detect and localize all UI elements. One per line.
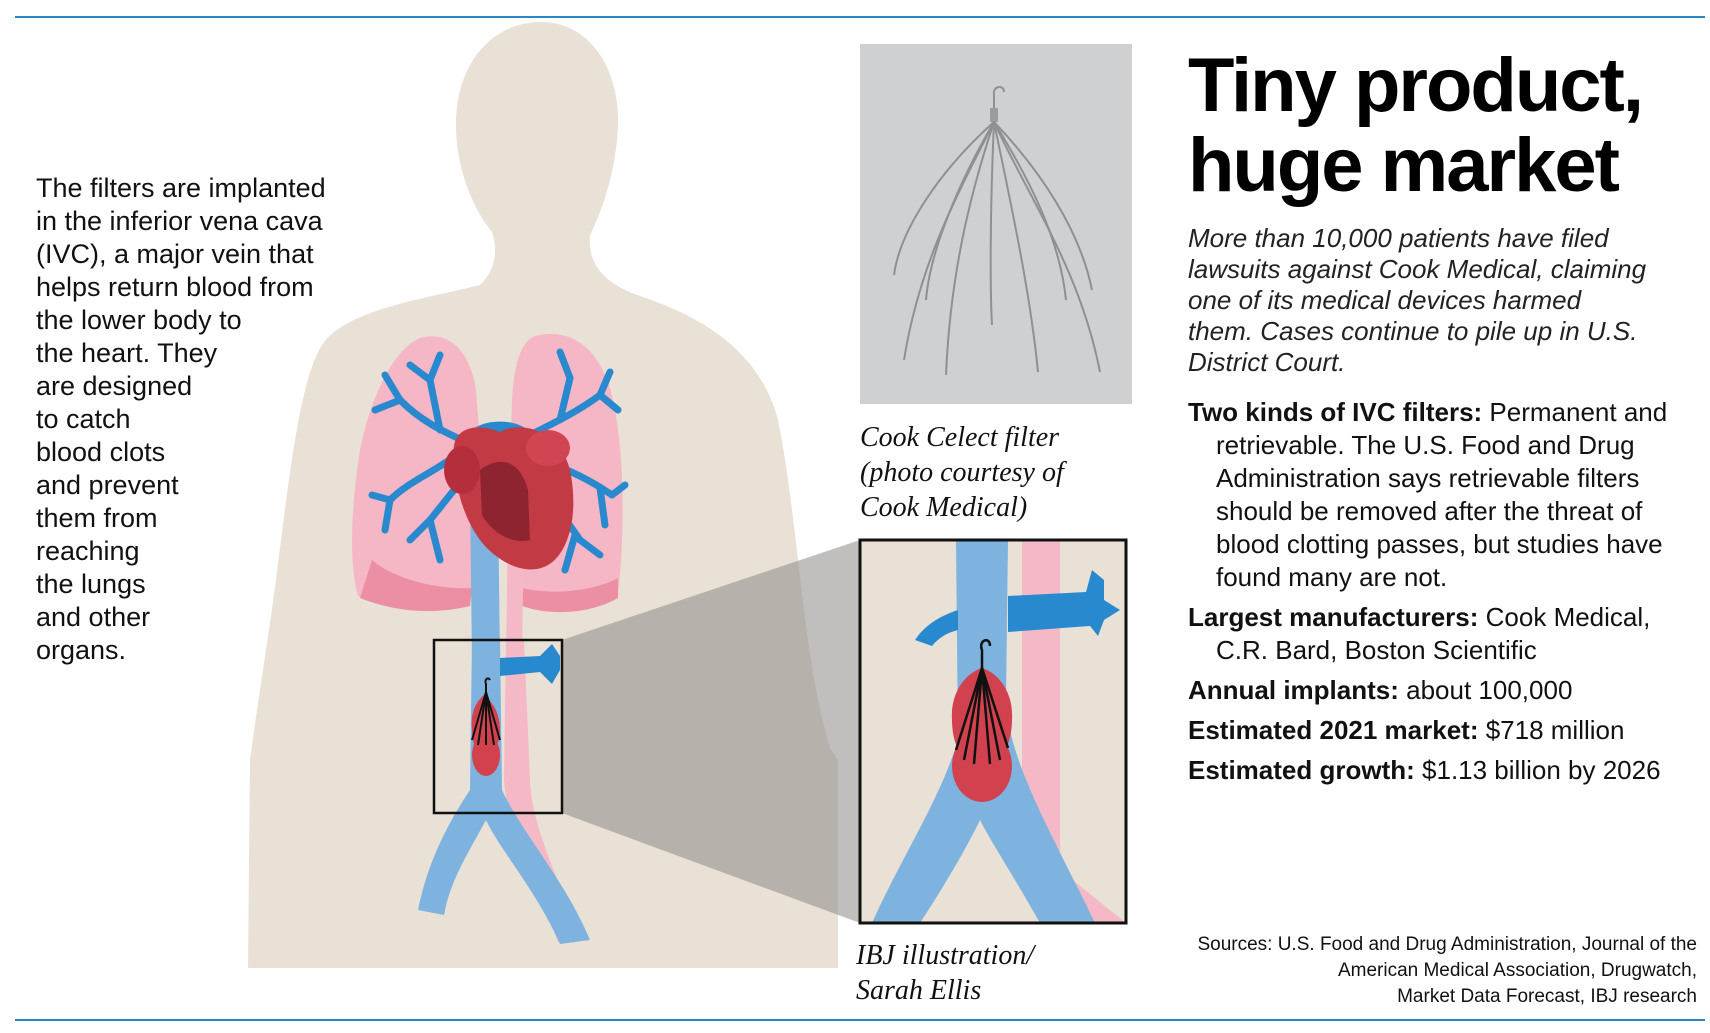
fact-label: Estimated 2021 market: (1188, 715, 1479, 745)
photo-caption-line: Cook Celect filter (860, 422, 1060, 453)
description-text: The filters are implanted in the inferio… (36, 172, 356, 667)
description-line: the heart. They (36, 338, 218, 368)
fact-label: Estimated growth: (1188, 755, 1415, 785)
description-line: helps return blood from (36, 272, 314, 302)
illustration-credit-line: Sarah Ellis (856, 975, 982, 1006)
description-line: The filters are implanted (36, 173, 326, 203)
fact-ivc-filter-kinds: Two kinds of IVC filters: Permanent and … (1188, 396, 1703, 594)
photo-caption-line: (photo courtesy of (860, 457, 1064, 488)
dek-line: District Court. (1188, 347, 1346, 377)
fact-growth: Estimated growth: $1.13 billion by 2026 (1188, 754, 1703, 787)
sources-credit: Sources: U.S. Food and Drug Administrati… (1137, 932, 1697, 1010)
description-line: (IVC), a major vein that (36, 239, 314, 269)
illustration-credit-line: IBJ illustration/ (856, 940, 1035, 971)
description-line: and other (36, 602, 151, 632)
photo-caption: Cook Celect filter (photo courtesy of Co… (860, 420, 1120, 525)
headline-line: huge market (1188, 123, 1620, 208)
filter-small (471, 677, 501, 776)
sources-line: Sources: U.S. Food and Drug Administrati… (1197, 934, 1697, 955)
description-line: are designed (36, 371, 193, 401)
dek-line: one of its medical devices harmed (1188, 285, 1582, 315)
description-line: blood clots (36, 437, 166, 467)
fact-market-2021: Estimated 2021 market: $718 million (1188, 714, 1703, 747)
artery-lower (504, 640, 580, 942)
fact-text: about 100,000 (1398, 675, 1573, 705)
ivc-lower (418, 640, 590, 944)
inset-box-small (432, 638, 564, 815)
bottom-rule (15, 1019, 1705, 1021)
zoom-cone (562, 540, 860, 923)
fact-label: Largest manufacturers: (1188, 602, 1479, 632)
description-line: the lower body to (36, 305, 242, 335)
fact-label: Two kinds of IVC filters: (1188, 397, 1483, 427)
headline-line: Tiny product, (1188, 43, 1644, 128)
filter-photo (860, 44, 1132, 404)
fact-label: Annual implants: (1188, 675, 1399, 705)
pulmonary-vessels (368, 348, 629, 574)
heart (444, 427, 574, 570)
photo-caption-line: Cook Medical) (860, 492, 1028, 523)
dek-line: More than 10,000 patients have filed (1188, 223, 1609, 253)
fact-text: Permanent and retrievable. The U.S. Food… (1216, 397, 1668, 592)
dek: More than 10,000 patients have filed law… (1188, 223, 1698, 378)
fact-manufacturers: Largest manufacturers: Cook Medical, C.R… (1188, 601, 1703, 667)
inset-box-large (858, 538, 1128, 925)
description-line: and prevent (36, 470, 179, 500)
description-line: reaching (36, 536, 140, 566)
dek-line: them. Cases continue to pile up in U.S. (1188, 316, 1638, 346)
filter-photo-device (893, 86, 1101, 376)
description-line: organs. (36, 635, 127, 665)
description-line: the lungs (36, 569, 146, 599)
facts-list: Two kinds of IVC filters: Permanent and … (1188, 396, 1703, 794)
illustration-credit: IBJ illustration/ Sarah Ellis (856, 938, 1096, 1008)
top-rule (15, 16, 1705, 18)
fact-annual-implants: Annual implants: about 100,000 (1188, 674, 1703, 707)
dek-line: lawsuits against Cook Medical, claiming (1188, 254, 1647, 284)
sources-line: American Medical Association, Drugwatch, (1337, 960, 1697, 981)
sources-line: Market Data Forecast, IBJ research (1397, 986, 1697, 1007)
description-line: to catch (36, 404, 131, 434)
description-line: them from (36, 503, 158, 533)
fact-text: Cook Medical, C.R. Bard, Boston Scientif… (1216, 602, 1651, 665)
fact-text: $718 million (1478, 715, 1625, 745)
headline: Tiny product, huge market (1188, 46, 1708, 206)
fact-text: $1.13 billion by 2026 (1414, 755, 1661, 785)
description-line: in the inferior vena cava (36, 206, 323, 236)
